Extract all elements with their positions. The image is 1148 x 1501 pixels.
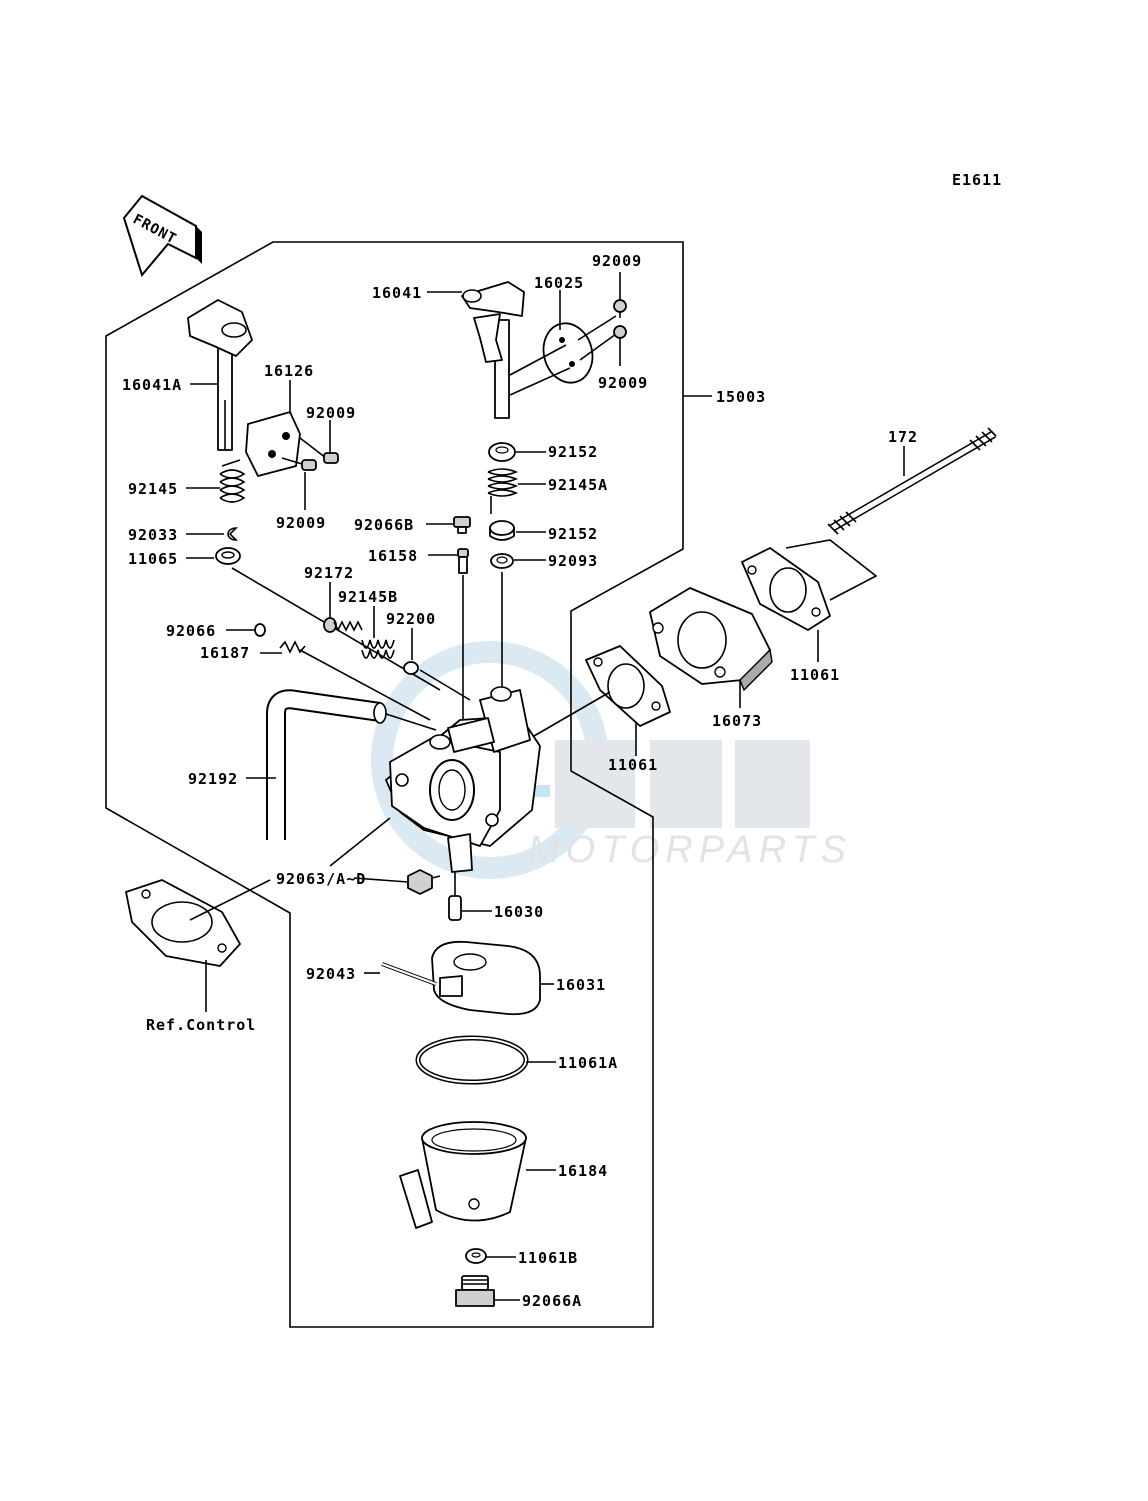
label-92063: 92063/A~D: [276, 870, 366, 888]
guide-gasket-center: [533, 691, 611, 737]
label-92145: 92145: [128, 480, 178, 498]
needle-16187: [279, 640, 431, 721]
label-92043: 92043: [306, 965, 356, 983]
screw-92009-mid: [579, 325, 627, 361]
carburetor-body: [385, 686, 541, 873]
drain-screw-92066A: [455, 1275, 495, 1307]
label-92009-left2: 92009: [276, 514, 326, 532]
oring-11061A: [415, 1035, 529, 1085]
label-16041: 16041: [372, 284, 422, 302]
label-92033: 92033: [128, 526, 178, 544]
clip-92033: [227, 527, 238, 541]
choke-shaft-16041: [461, 281, 525, 419]
label-16025: 16025: [534, 274, 584, 292]
spring-92145: [219, 459, 246, 503]
screw-92009-left-a: [299, 437, 339, 464]
gasket-11061-right: [741, 547, 831, 631]
label-92009-top: 92009: [592, 252, 642, 270]
label-92093: 92093: [548, 552, 598, 570]
label-11061B: 11061B: [518, 1249, 578, 1267]
label-92066A: 92066A: [522, 1292, 582, 1310]
label-172: 172: [888, 428, 918, 446]
label-16187: 16187: [200, 644, 250, 662]
label-11065: 11065: [128, 550, 178, 568]
spring-92145A: [487, 468, 519, 497]
label-92192: 92192: [188, 770, 238, 788]
label-16031: 16031: [556, 976, 606, 994]
float-bowl-16184: [399, 1121, 527, 1229]
front-arrow-icon: FRONT: [122, 194, 202, 278]
fuel-tube-92192: [266, 689, 387, 840]
seal-11065: [215, 547, 241, 565]
label-92009-mid: 92009: [598, 374, 648, 392]
label-92200: 92200: [386, 610, 436, 628]
jet-16158: [457, 548, 469, 574]
watermark-letters: [555, 740, 810, 828]
screw-92172: [323, 617, 363, 633]
washer-92200: [403, 661, 419, 675]
label-16073: 16073: [712, 712, 762, 730]
label-15003: 15003: [716, 388, 766, 406]
diagram-code: E1611: [952, 171, 1002, 189]
washer-92152-bottom: [489, 520, 515, 541]
label-92145A: 92145A: [548, 476, 608, 494]
screw-92063: [407, 869, 441, 895]
guide-body-92063: [329, 817, 391, 867]
assembly-outline: [105, 241, 684, 1328]
jet-16030: [448, 872, 462, 921]
label-16158: 16158: [368, 547, 418, 565]
leader-lines: [186, 272, 905, 1301]
label-92066B: 92066B: [354, 516, 414, 534]
label-92172: 92172: [304, 564, 354, 582]
oring-92066: [254, 623, 266, 637]
label-16041A: 16041A: [122, 376, 182, 394]
label-16126: 16126: [264, 362, 314, 380]
screw-92066B: [453, 516, 471, 534]
insulator-16073: [649, 587, 773, 692]
label-16184: 16184: [558, 1162, 608, 1180]
throttle-plate-16126: [245, 411, 301, 477]
guide-gasket-right: [785, 539, 878, 601]
guide-92200: [419, 669, 471, 701]
spring-92145B: [361, 639, 395, 659]
label-11061-center: 11061: [608, 756, 658, 774]
part-labels: 92009 16041 16025 92009 15003 16041A 161…: [122, 252, 918, 1310]
screw-92009-left-b: [281, 457, 317, 471]
guide-ref-control-up: [189, 879, 271, 921]
watermark-sub: MOTORPARTS: [528, 829, 852, 871]
gasket-ref-control: [125, 879, 241, 967]
label-92009-left: 92009: [306, 404, 356, 422]
label-92145B: 92145B: [338, 588, 398, 606]
gasket-11061-center: [585, 645, 671, 727]
label-16030: 16030: [494, 903, 544, 921]
guide-tube: [385, 713, 437, 731]
stud-172: [827, 427, 997, 535]
label-11061A: 11061A: [558, 1054, 618, 1072]
label-92152-bottom: 92152: [548, 525, 598, 543]
label-92152-top: 92152: [548, 443, 598, 461]
washer-92152-top: [488, 442, 516, 462]
label-92066: 92066: [166, 622, 216, 640]
label-ref-control: Ref.Control: [146, 1016, 256, 1034]
label-11061-right: 11061: [790, 666, 840, 684]
pin-92043: [381, 962, 437, 986]
seal-92093: [490, 553, 514, 569]
float-16031: [431, 940, 541, 1016]
washer-11061B: [465, 1248, 487, 1264]
guide-92063: [353, 877, 409, 883]
throttle-shaft-16041A: [187, 299, 253, 451]
